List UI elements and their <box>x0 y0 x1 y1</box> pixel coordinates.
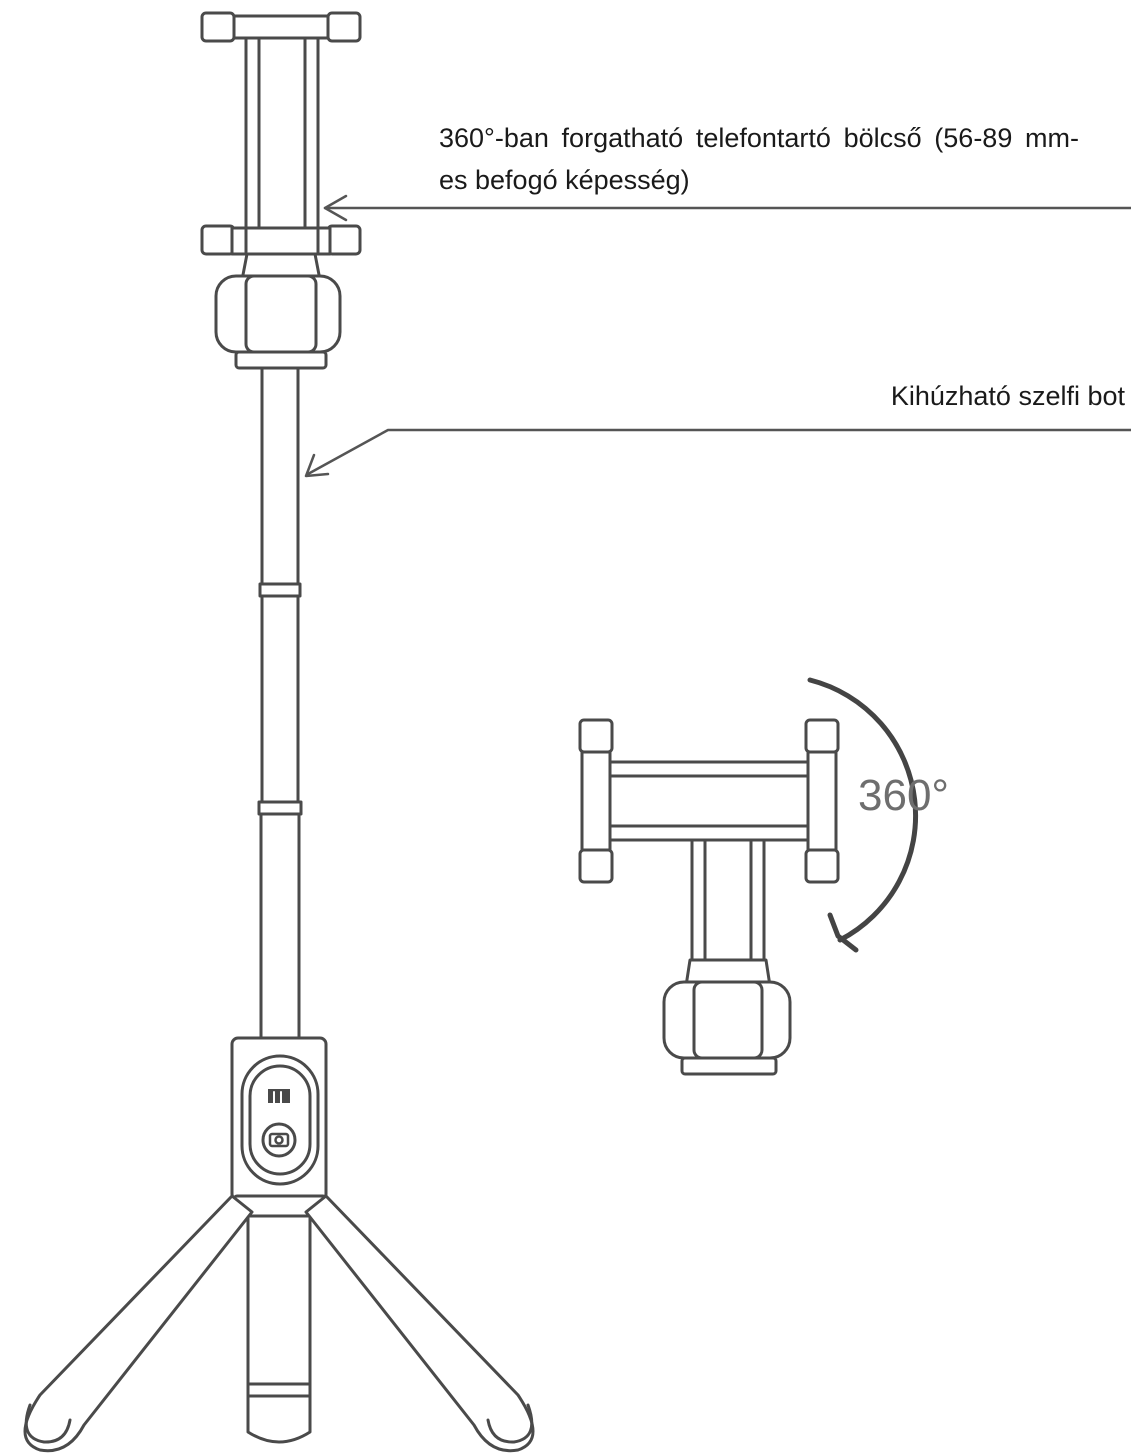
rotation-label: 360° <box>858 771 950 820</box>
swivel-joint <box>214 252 342 370</box>
telescopic-stick <box>257 366 303 1040</box>
phone-cradle <box>200 11 362 256</box>
mi-logo-icon <box>268 1089 290 1103</box>
camera-shutter-icon <box>261 1122 297 1158</box>
tripod-legs <box>23 1194 535 1453</box>
stick-label: Kihúzható szelfi bot <box>890 381 1125 411</box>
rotation-detail <box>578 718 840 1076</box>
handle-with-remote <box>230 1036 328 1218</box>
rotation-arrow-icon <box>807 677 919 953</box>
cradle-label: 360°-ban forgatható telefontartó bölcső … <box>439 123 1079 195</box>
callout-leaders <box>304 194 1131 478</box>
